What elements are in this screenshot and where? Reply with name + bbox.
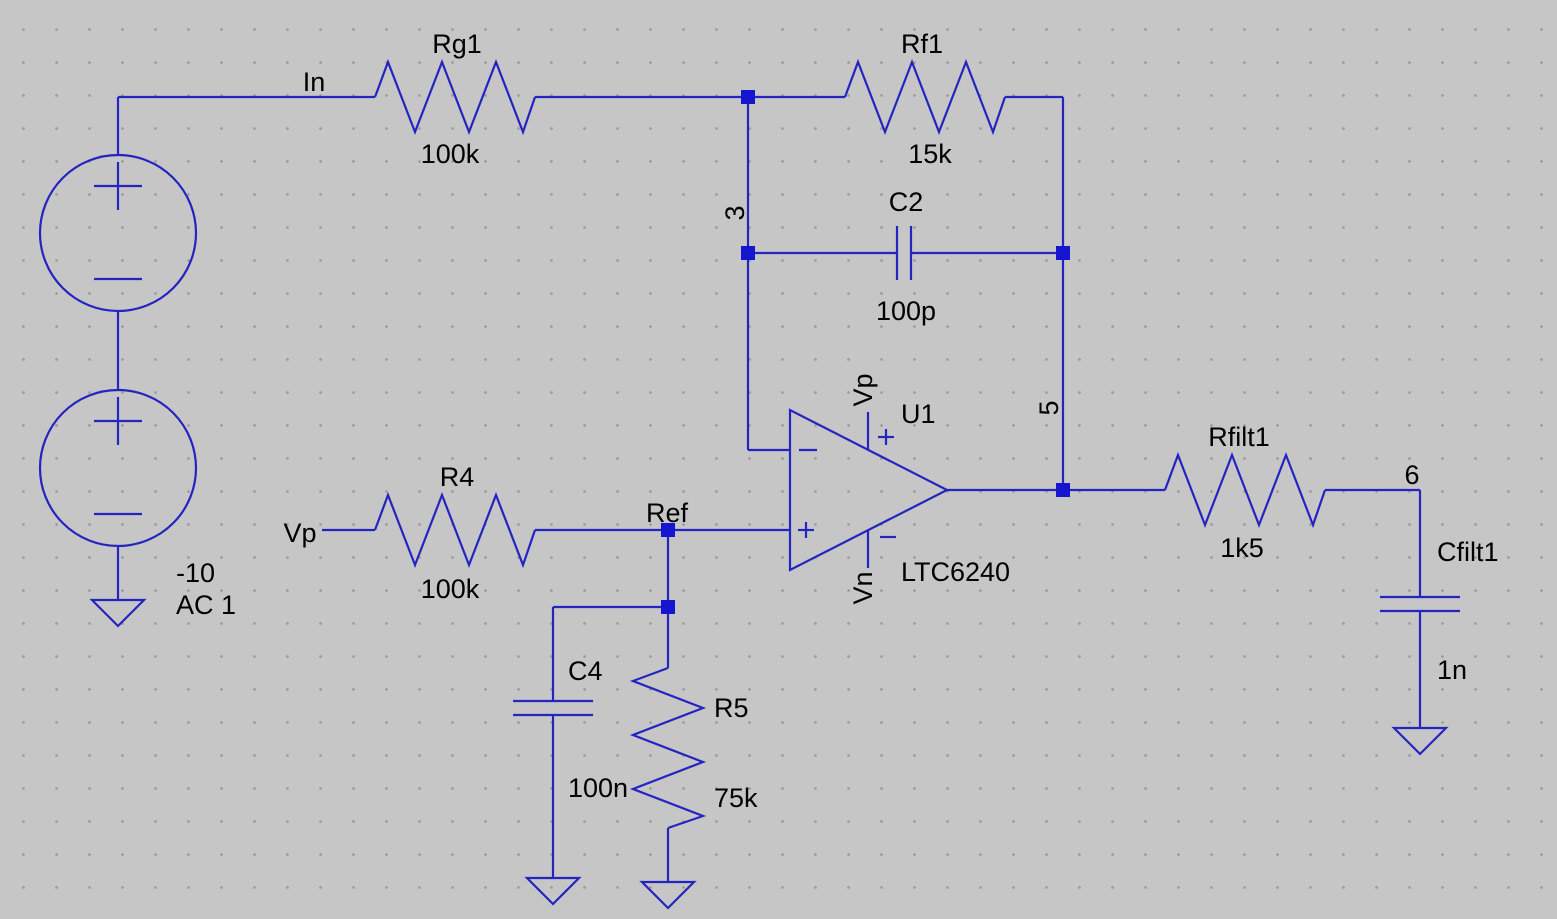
- c4-name-label[interactable]: C4: [568, 656, 603, 686]
- opamp-vminus-label[interactable]: Vn: [848, 571, 878, 604]
- vsource-ac-label[interactable]: AC 1: [176, 590, 236, 620]
- capacitor-c2[interactable]: C2 100p: [876, 187, 936, 326]
- net-label-node5[interactable]: 5: [1034, 400, 1064, 415]
- net-label-vp[interactable]: Vp: [283, 518, 316, 548]
- cfilt1-value-label[interactable]: 1n: [1437, 655, 1467, 685]
- resistor-zigzag: [373, 58, 537, 136]
- r5-value-label[interactable]: 75k: [714, 783, 758, 813]
- net-label-node3[interactable]: 3: [720, 205, 750, 220]
- rg1-name-label[interactable]: Rg1: [432, 29, 482, 59]
- vsource-value-label[interactable]: -10: [176, 558, 215, 588]
- capacitor-cfilt1[interactable]: Cfilt1 1n: [1380, 537, 1499, 685]
- resistor-r5[interactable]: R5 75k: [629, 666, 758, 830]
- capacitor-c4[interactable]: C4 100n: [513, 656, 628, 803]
- opamp-u1[interactable]: Vp Vn U1 LTC6240: [788, 373, 1010, 605]
- voltage-source-top[interactable]: [38, 153, 198, 313]
- rf1-name-label[interactable]: Rf1: [901, 29, 943, 59]
- resistor-rg1[interactable]: Rg1 100k: [373, 29, 537, 169]
- net-label-node6[interactable]: 6: [1404, 460, 1419, 490]
- resistor-rfilt1[interactable]: Rfilt1 1k5: [1163, 422, 1327, 563]
- opamp-name-label[interactable]: U1: [901, 399, 936, 429]
- voltage-source-bottom[interactable]: [38, 388, 198, 548]
- rfilt1-value-label[interactable]: 1k5: [1220, 533, 1264, 563]
- net-label-ref[interactable]: Ref: [646, 498, 689, 528]
- junction-dot[interactable]: [741, 90, 755, 104]
- ground-symbol[interactable]: [524, 876, 582, 906]
- junction-dot[interactable]: [1056, 483, 1070, 497]
- junction-dot[interactable]: [1056, 246, 1070, 260]
- ground-symbol[interactable]: [639, 880, 697, 910]
- c2-name-label[interactable]: C2: [889, 187, 924, 217]
- resistor-zigzag: [843, 58, 1007, 136]
- resistor-rf1[interactable]: Rf1 15k: [843, 29, 1007, 169]
- ground-symbol[interactable]: [1391, 726, 1449, 756]
- c4-value-label[interactable]: 100n: [568, 773, 628, 803]
- resistor-zigzag: [629, 666, 707, 830]
- junction-dot[interactable]: [741, 246, 755, 260]
- source-circle: [38, 388, 198, 548]
- opamp-part-label[interactable]: LTC6240: [901, 557, 1010, 587]
- resistor-r4[interactable]: R4 100k: [373, 462, 537, 604]
- resistor-zigzag: [373, 491, 537, 569]
- cfilt1-name-label[interactable]: Cfilt1: [1437, 537, 1499, 567]
- source-circle: [38, 153, 198, 313]
- r4-name-label[interactable]: R4: [440, 462, 475, 492]
- rfilt1-name-label[interactable]: Rfilt1: [1208, 422, 1270, 452]
- opamp-vplus-label[interactable]: Vp: [848, 373, 878, 406]
- ground-symbol[interactable]: [89, 598, 147, 628]
- rg1-value-label[interactable]: 100k: [421, 139, 480, 169]
- junction-dot[interactable]: [661, 600, 675, 614]
- r5-name-label[interactable]: R5: [714, 693, 749, 723]
- junction-dot[interactable]: [661, 523, 675, 537]
- r4-value-label[interactable]: 100k: [421, 574, 480, 604]
- resistor-zigzag: [1163, 451, 1327, 529]
- rf1-value-label[interactable]: 15k: [908, 139, 952, 169]
- c2-value-label[interactable]: 100p: [876, 296, 936, 326]
- net-label-in[interactable]: In: [303, 67, 326, 97]
